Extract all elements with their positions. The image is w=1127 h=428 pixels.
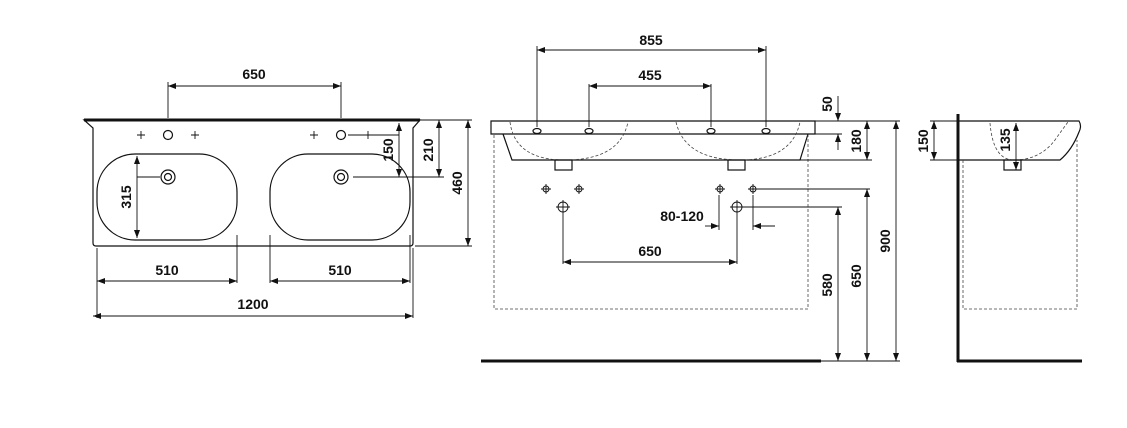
- right-basin: [269, 153, 411, 241]
- front-view-extensions: [536, 46, 900, 362]
- trap-markers: [556, 200, 744, 214]
- dim-inner-waste-spacing-label: 455: [638, 67, 662, 83]
- dim-floor-to-trap-label: 580: [819, 273, 835, 297]
- side-view-bowl: [989, 121, 1069, 161]
- front-view: 855 455 650 80-120 50: [481, 32, 900, 363]
- left-waste-outlet: [554, 159, 573, 171]
- dim-basin-left-width: 510: [97, 262, 237, 284]
- dim-tap-spacing-label: 650: [242, 66, 266, 82]
- dim-floor-to-outlet: 650: [848, 189, 870, 361]
- top-view: 650 315 510 510 1200: [82, 66, 472, 319]
- dim-side-rim-height-label: 150: [915, 129, 931, 153]
- right-waste-outlet: [727, 159, 746, 171]
- left-tap-hole-icon: [162, 129, 174, 141]
- dim-tap-spacing: 650: [168, 66, 341, 89]
- side-view: 150 135: [915, 114, 1082, 363]
- dim-overall-depth: 460: [449, 120, 471, 246]
- left-drain-icon: [160, 169, 176, 185]
- side-view-basin: [958, 120, 1082, 161]
- front-view-body: [502, 133, 809, 161]
- dim-floor-to-rim: 900: [877, 121, 899, 361]
- dim-tap-offset-label: 150: [380, 138, 396, 162]
- dim-side-bowl-depth-label: 135: [997, 128, 1013, 152]
- dim-floor-to-outlet-label: 650: [848, 264, 864, 288]
- left-basin: [96, 153, 238, 241]
- right-drain-icon: [333, 169, 349, 185]
- dim-rim-thickness: 50: [819, 96, 841, 150]
- dim-inner-waste-spacing: 455: [589, 67, 711, 89]
- dim-trap-offset-label: 80-120: [660, 208, 704, 224]
- dim-side-rim-height: 150: [915, 120, 958, 161]
- dim-basin-left-width-label: 510: [155, 262, 179, 278]
- dim-overall-width: 1200: [93, 296, 413, 319]
- dim-basin-right-width-label: 510: [328, 262, 352, 278]
- dim-rim-thickness-label: 50: [819, 96, 835, 112]
- side-view-cabinet: [962, 140, 1078, 310]
- dim-body-height-label: 180: [848, 129, 864, 153]
- dim-side-bowl-depth: 135: [997, 123, 1019, 170]
- top-view-outline: [82, 119, 422, 247]
- side-view-outlet: [1003, 159, 1022, 171]
- dim-rim-to-tap: 210: [418, 120, 444, 178]
- top-view-centerlines: [96, 82, 472, 318]
- dim-trap-offset: 80-120: [660, 208, 775, 229]
- water-connection-markers: [541, 184, 758, 194]
- dim-floor-to-rim-label: 900: [877, 229, 893, 253]
- dim-rim-to-tap-label: 210: [420, 138, 436, 162]
- dim-overall-width-label: 1200: [237, 296, 268, 312]
- dim-basin-depth-label: 315: [118, 185, 134, 209]
- dim-tap-offset: 150: [380, 123, 402, 177]
- front-rim-holes: [532, 127, 771, 135]
- right-tap-hole-icon: [335, 129, 347, 141]
- left-bowl-profile: [509, 121, 629, 161]
- dim-outer-waste-spacing-label: 855: [639, 32, 663, 48]
- dim-body-height: 180: [848, 121, 870, 160]
- dim-floor-to-trap: 580: [819, 207, 841, 361]
- dim-basin-depth: 315: [118, 156, 140, 238]
- front-view-cabinet: [493, 135, 809, 310]
- dim-outer-waste-spacing: 855: [537, 32, 766, 53]
- dim-overall-depth-label: 460: [449, 171, 465, 195]
- dim-trap-spacing: 650: [563, 243, 737, 265]
- right-bowl-profile: [675, 121, 801, 161]
- dim-basin-right-width: 510: [270, 262, 410, 284]
- dim-trap-spacing-label: 650: [638, 243, 662, 259]
